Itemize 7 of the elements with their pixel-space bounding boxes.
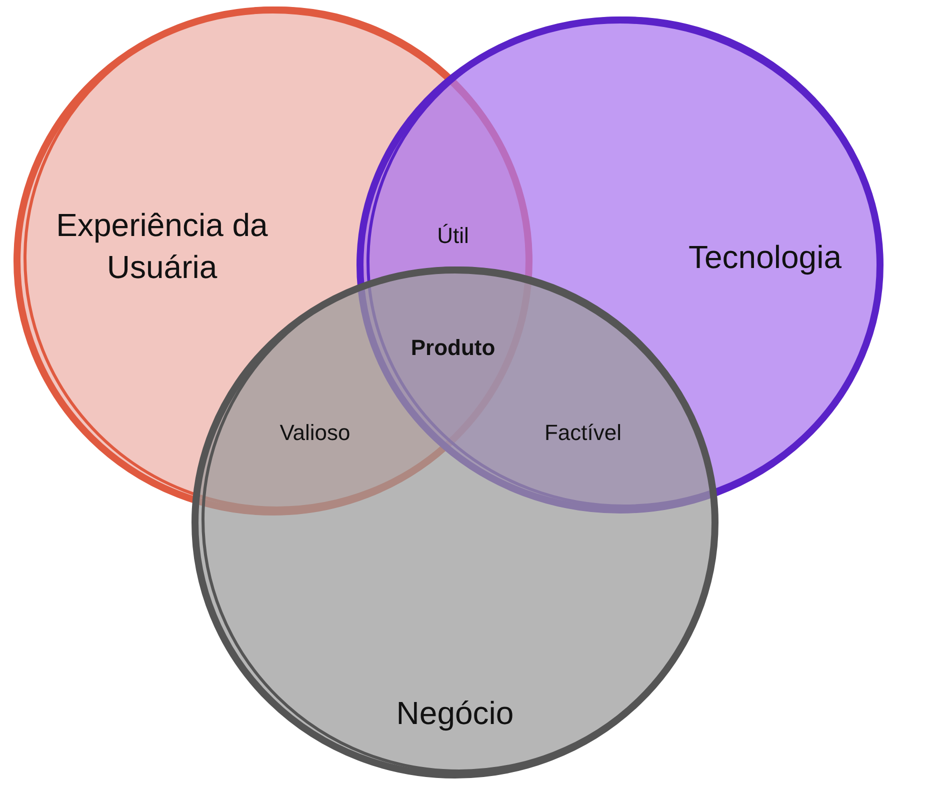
set-label: Tecnologia <box>688 238 842 277</box>
set-label: Experiência da Usuária <box>55 206 269 287</box>
intersection-label: Factível <box>543 420 623 446</box>
intersection-label: Útil <box>436 223 470 249</box>
set-label: Negócio <box>395 694 515 733</box>
intersection-label: Produto <box>410 335 496 361</box>
intersection-label: Valioso <box>278 420 352 446</box>
